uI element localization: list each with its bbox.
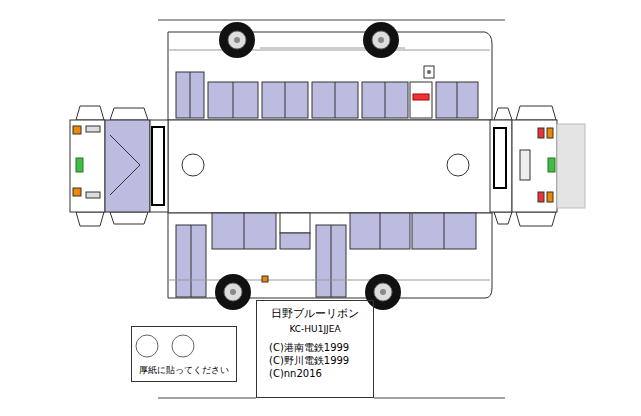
guide-line <box>158 20 505 21</box>
bus-side-lower <box>244 213 245 249</box>
bus-side-lower <box>191 225 192 297</box>
bus-side-upper <box>385 82 386 118</box>
wheel <box>219 22 399 58</box>
bus-rear <box>494 212 512 224</box>
guide-line <box>158 398 256 399</box>
bus-front <box>110 212 148 224</box>
bus-front <box>76 158 83 172</box>
wheel <box>215 274 251 310</box>
bus-side-lower <box>444 213 445 249</box>
bus-side-upper <box>413 94 429 100</box>
wheel <box>219 22 255 58</box>
label-text: KC-HU1JJEA <box>257 324 373 335</box>
bus-front <box>105 120 150 212</box>
wheel <box>374 283 392 301</box>
bus-rear <box>557 124 585 208</box>
bus-side-upper <box>362 82 408 118</box>
wheel <box>230 289 236 295</box>
bus-front <box>70 106 168 226</box>
bus-rear <box>538 192 544 202</box>
bus-front <box>86 192 100 198</box>
bus-side-upper <box>312 82 358 118</box>
wheel <box>380 289 386 295</box>
bus-front <box>152 127 164 205</box>
bus-rear <box>490 120 512 212</box>
bus-rear <box>520 150 530 180</box>
label-text: (C)野川電鉄1999 <box>257 355 373 367</box>
wheel <box>378 37 384 43</box>
bus-rear <box>547 192 553 202</box>
bus-side-upper <box>424 66 434 78</box>
bus-side-lower <box>316 225 346 297</box>
bus-side-upper <box>208 82 258 118</box>
bus-side-upper <box>168 32 492 120</box>
bus-front <box>110 165 140 195</box>
bus-side-upper <box>176 72 204 118</box>
wheel <box>224 283 242 301</box>
bus-side-lower <box>280 233 310 249</box>
info-tab: 日野ブルーリボン KC-HU1JJEA (C)港南電鉄1999(C)野川電鉄1999… <box>256 300 374 398</box>
bus-front <box>73 188 81 196</box>
bus-front <box>73 126 81 134</box>
bus-front <box>110 108 148 120</box>
bus-roof <box>182 154 204 176</box>
bus-side-upper <box>168 32 492 120</box>
bus-side-upper <box>190 72 191 118</box>
label-text: 日野ブルーリボン <box>257 307 373 320</box>
bus-side-lower <box>350 213 410 249</box>
bus-side-lower <box>380 213 381 249</box>
card-circle <box>136 335 194 357</box>
bus-rear <box>516 212 556 226</box>
bus-side-lower <box>168 280 490 281</box>
bus-side-upper <box>335 82 336 118</box>
bus-roof <box>168 120 492 213</box>
bus-front <box>150 120 168 212</box>
bus-rear <box>494 108 512 120</box>
bus-side-lower <box>176 225 206 297</box>
bus-front <box>76 106 104 120</box>
bus-roof <box>447 154 469 176</box>
bus-side-lower <box>212 213 276 249</box>
bus-side-lower <box>280 213 310 233</box>
bus-front <box>70 120 105 212</box>
bus-rear <box>512 120 557 212</box>
bus-roof <box>168 120 492 213</box>
card-circle <box>172 335 194 357</box>
bus-side-upper <box>427 70 431 74</box>
bus-rear <box>538 128 544 138</box>
bus-front <box>110 135 140 165</box>
bus-front <box>86 126 100 132</box>
bus-side-upper <box>410 82 432 118</box>
bus-side-upper <box>436 82 478 118</box>
bus-rear <box>516 106 556 120</box>
bus-side-lower <box>412 213 476 249</box>
wheel <box>365 274 401 310</box>
wheel <box>372 31 390 49</box>
bus-side-lower <box>331 225 332 297</box>
guide-line <box>158 20 505 398</box>
label-text: 厚紙に貼ってください <box>132 365 236 376</box>
bus-side-lower <box>262 276 268 282</box>
guide-line <box>374 398 505 399</box>
label-text: (C)nn2016 <box>257 368 373 380</box>
bus-side-upper <box>457 82 458 118</box>
wheel <box>234 37 240 43</box>
bus-rear <box>548 158 555 172</box>
bus-rear <box>494 128 506 188</box>
label-text: (C)港南電鉄1999 <box>257 342 373 354</box>
wheel <box>363 22 399 58</box>
card-circle <box>136 335 158 357</box>
bus-rear <box>490 106 585 226</box>
bus-rear <box>547 128 553 138</box>
bus-side-upper <box>262 82 308 118</box>
bus-side-upper <box>233 82 234 118</box>
wheel <box>228 31 246 49</box>
bus-front <box>76 212 104 226</box>
card-note-box: 厚紙に貼ってください <box>131 326 237 382</box>
bus-side-upper <box>285 82 286 118</box>
